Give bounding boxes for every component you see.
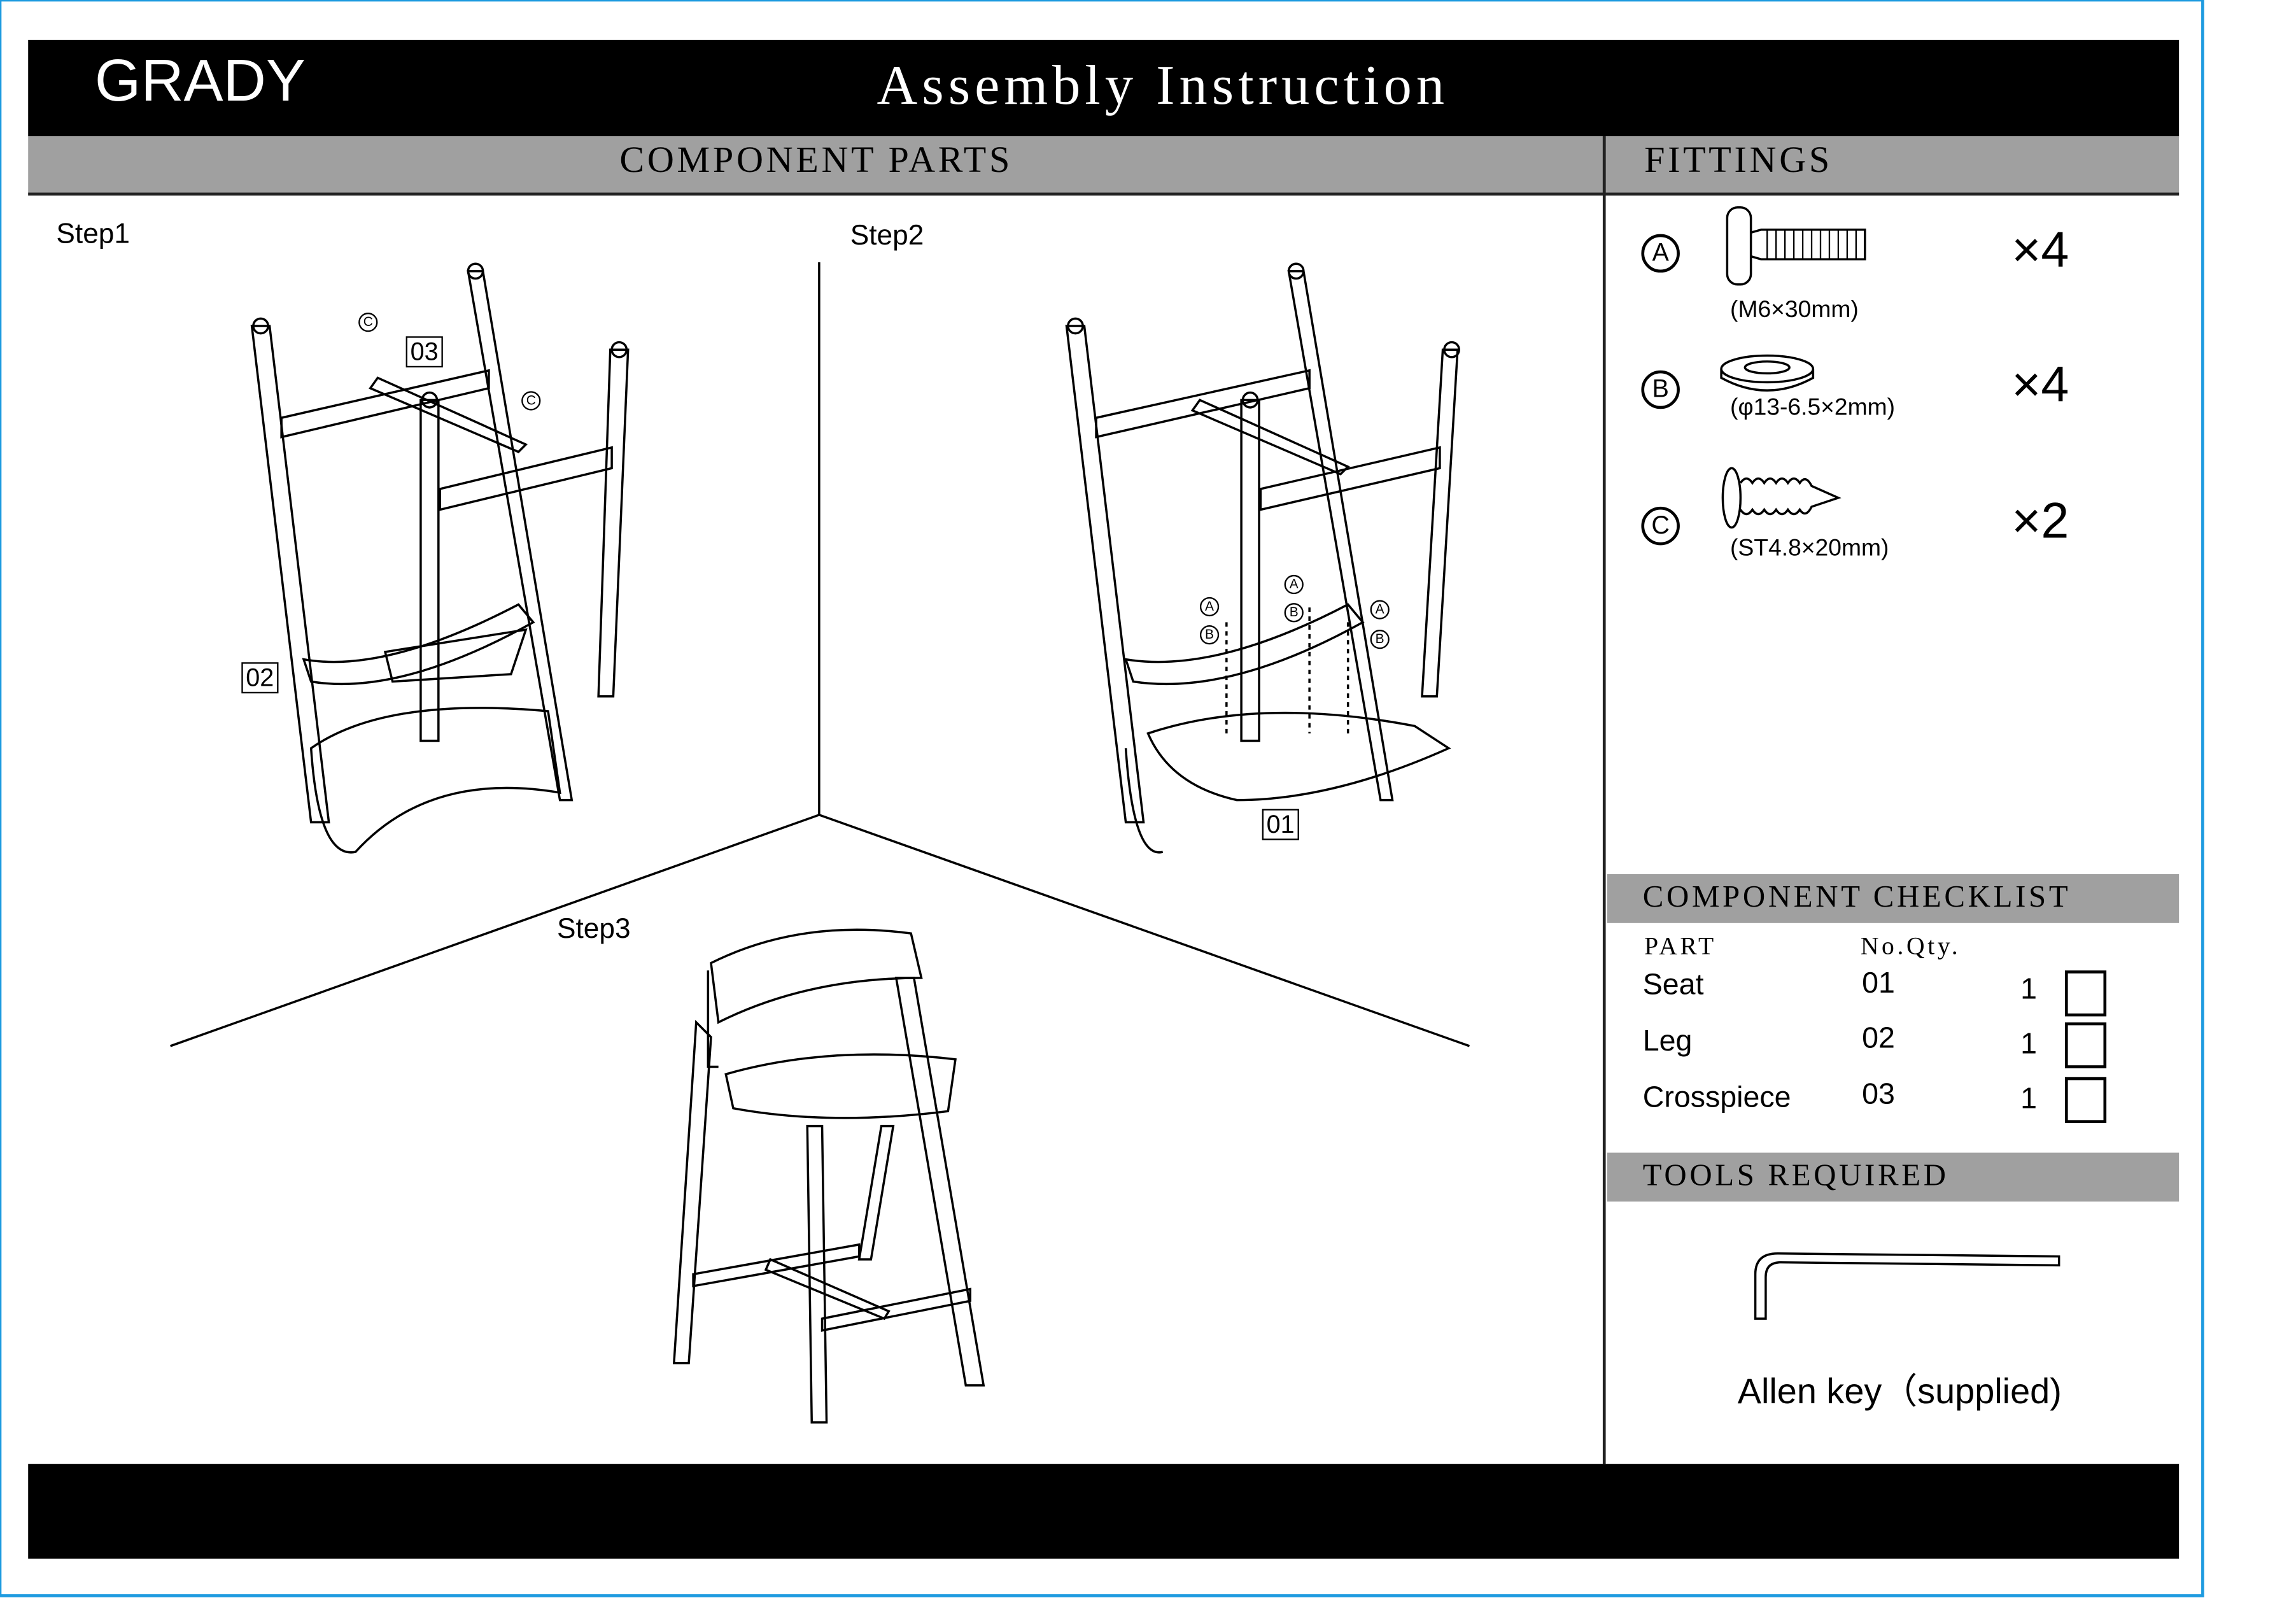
checklist-no: 03	[1862, 1079, 1895, 1112]
checklist-no: 01	[1862, 967, 1895, 1000]
part-column-header: PART	[1644, 931, 1717, 960]
fitting-a-letter: A	[1641, 234, 1680, 273]
washer-icon	[1720, 354, 1815, 392]
step-dividers	[170, 262, 1470, 1047]
checklist-bar: COMPONENT CHECKLIST	[1607, 874, 2180, 923]
step2-label: Step2	[850, 220, 924, 252]
brand-name: GRADY	[94, 48, 306, 115]
checklist-heading: COMPONENT CHECKLIST	[1642, 878, 2071, 914]
fitting-b-letter: B	[1641, 370, 1680, 409]
fitting-b-marker: B	[1199, 625, 1220, 645]
fitting-a-desc: (M6×30mm)	[1730, 297, 1859, 323]
fitting-b-qty: ×4	[2011, 357, 2069, 414]
fitting-c-marker: C	[521, 391, 541, 411]
no-qty-column-header: No.Qty.	[1860, 931, 1961, 960]
fitting-c-qty: ×2	[2011, 493, 2069, 550]
page-title: Assembly Instruction	[877, 55, 1449, 117]
header-bar	[28, 39, 2180, 137]
tools-heading: TOOLS REQUIRED	[1642, 1157, 1949, 1193]
bolt-icon	[1726, 206, 1866, 286]
checklist-part: Seat	[1642, 968, 1704, 1002]
step1-label: Step1	[56, 219, 130, 251]
checklist-no: 02	[1862, 1022, 1895, 1055]
checklist-checkbox[interactable]	[2064, 1022, 2107, 1068]
step3-label: Step3	[556, 914, 631, 945]
checklist-part: Leg	[1642, 1025, 1693, 1058]
checklist-part: Crosspiece	[1642, 1081, 1791, 1114]
fittings-heading: FITTINGS	[1644, 141, 1833, 181]
fitting-a-marker: A	[1370, 600, 1390, 619]
fitting-c-desc: (ST4.8×20mm)	[1730, 536, 1889, 562]
tools-bar: TOOLS REQUIRED	[1607, 1152, 2180, 1202]
checklist-checkbox[interactable]	[2064, 1077, 2107, 1123]
allen-key-icon	[1754, 1252, 2060, 1320]
step2-chair-drawing	[1065, 262, 1460, 854]
fitting-c-letter: C	[1641, 506, 1680, 546]
checklist-qty: 1	[2020, 973, 2038, 1007]
fitting-a-marker: A	[1284, 574, 1304, 595]
page-frame	[0, 0, 2204, 1597]
fitting-a-marker: A	[1199, 597, 1220, 617]
screw-icon	[1721, 467, 1842, 529]
component-parts-heading: COMPONENT PARTS	[619, 141, 1013, 181]
part-label-seat: 01	[1262, 809, 1299, 840]
step1-chair-drawing	[250, 262, 630, 854]
part-label-leg: 02	[241, 662, 279, 694]
step3-chair-drawing	[672, 928, 985, 1424]
fitting-b-marker: B	[1370, 630, 1390, 649]
checklist-qty: 1	[2020, 1028, 2038, 1061]
section-bar: COMPONENT PARTS FITTINGS	[28, 136, 2180, 196]
divider	[1602, 136, 1606, 1464]
fitting-c-marker: C	[358, 313, 378, 332]
checklist-qty: 1	[2020, 1083, 2038, 1116]
part-label-crosspiece: 03	[405, 336, 443, 368]
fitting-a-qty: ×4	[2011, 222, 2069, 279]
checklist-checkbox[interactable]	[2064, 970, 2107, 1017]
footer-bar	[28, 1464, 2180, 1559]
assembly-diagrams	[170, 262, 1470, 1424]
allen-key-label: Allen key（supplied)	[1737, 1371, 2062, 1412]
fitting-b-desc: (φ13-6.5×2mm)	[1730, 395, 1896, 421]
fitting-b-marker: B	[1284, 603, 1304, 623]
